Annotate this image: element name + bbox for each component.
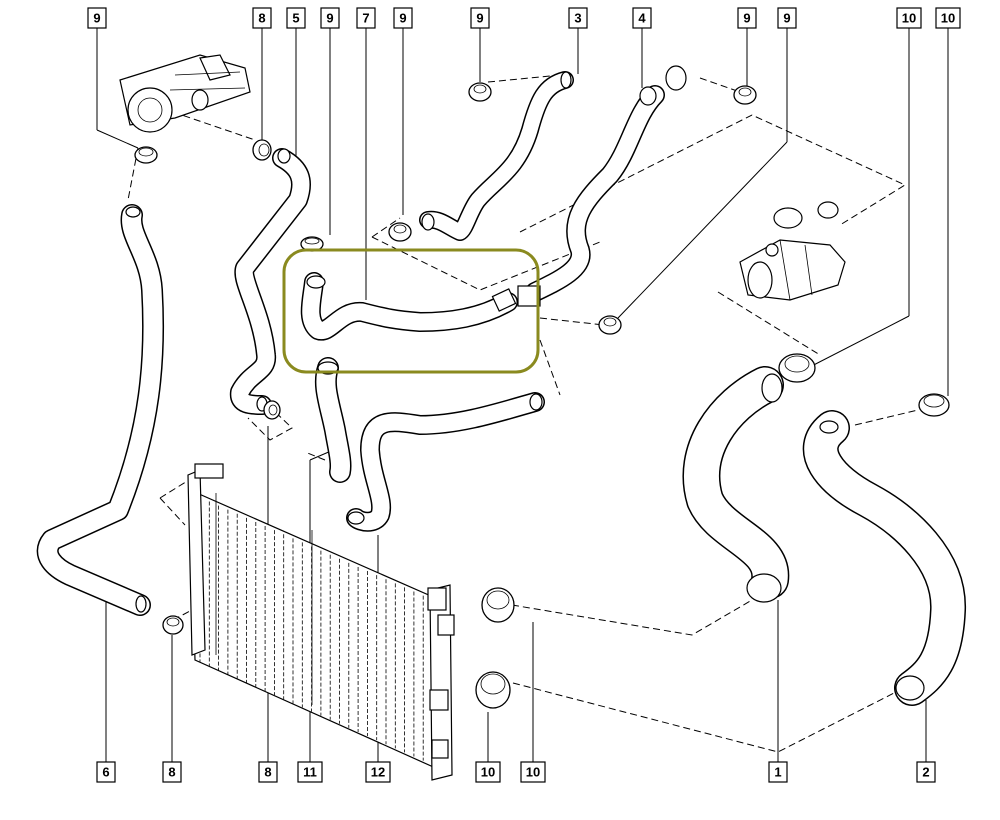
callout-top-9-d: 9 bbox=[470, 7, 490, 29]
water-outlet-housing bbox=[739, 201, 846, 301]
callout-top-3: 3 bbox=[568, 7, 588, 29]
clamps bbox=[134, 82, 950, 709]
clamp-9-e bbox=[733, 85, 757, 105]
hose-ends bbox=[125, 65, 925, 701]
callout-top-10-b: 10 bbox=[935, 7, 961, 29]
svg-text:3: 3 bbox=[574, 11, 581, 26]
clamp-8-b bbox=[263, 400, 281, 420]
svg-text:8: 8 bbox=[264, 765, 271, 780]
highlight-box-hose-7 bbox=[282, 248, 540, 374]
clamp-10-a bbox=[778, 353, 816, 383]
clamp-10-b bbox=[918, 393, 950, 417]
svg-text:9: 9 bbox=[743, 11, 750, 26]
callout-top-8: 8 bbox=[252, 7, 272, 29]
svg-text:8: 8 bbox=[258, 11, 265, 26]
callout-bottom-10-b: 10 bbox=[520, 761, 546, 783]
svg-text:9: 9 bbox=[399, 11, 406, 26]
svg-text:9: 9 bbox=[93, 11, 100, 26]
svg-text:10: 10 bbox=[526, 765, 540, 780]
clamp-9-d bbox=[468, 82, 492, 102]
svg-text:10: 10 bbox=[481, 765, 495, 780]
callout-top-7: 7 bbox=[356, 7, 376, 29]
clamp-10-c bbox=[481, 587, 515, 623]
svg-text:2: 2 bbox=[922, 765, 929, 780]
callout-top-9-e: 9 bbox=[737, 7, 757, 29]
svg-text:9: 9 bbox=[326, 11, 333, 26]
callout-bottom-1: 1 bbox=[768, 761, 788, 783]
callout-top-9-c: 9 bbox=[393, 7, 413, 29]
svg-text:8: 8 bbox=[168, 765, 175, 780]
callout-bottom-6: 6 bbox=[96, 761, 116, 783]
svg-text:4: 4 bbox=[638, 11, 646, 26]
svg-text:11: 11 bbox=[303, 765, 317, 780]
callouts-bottom: 6 8 8 11 12 10 10 1 2 bbox=[96, 761, 936, 783]
hoses bbox=[36, 71, 966, 706]
svg-text:5: 5 bbox=[292, 11, 299, 26]
svg-text:6: 6 bbox=[102, 765, 109, 780]
callout-top-9-b: 9 bbox=[320, 7, 340, 29]
callout-top-9-f: 9 bbox=[777, 7, 797, 29]
svg-text:7: 7 bbox=[362, 11, 369, 26]
clamp-8-a bbox=[252, 139, 272, 161]
callout-top-5: 5 bbox=[286, 7, 306, 29]
callout-bottom-8-a: 8 bbox=[162, 761, 182, 783]
callouts-top: 9 8 5 9 7 9 9 3 4 9 9 10 10 bbox=[87, 7, 961, 29]
callout-top-9-a: 9 bbox=[87, 7, 107, 29]
clamp-9-b bbox=[300, 236, 324, 252]
callout-top-10-a: 10 bbox=[896, 7, 922, 29]
dashed-assembly-lines bbox=[127, 75, 919, 753]
radiator bbox=[187, 463, 455, 781]
thermostat-housing bbox=[119, 54, 251, 133]
clamp-9-a bbox=[134, 146, 158, 164]
svg-text:10: 10 bbox=[902, 11, 916, 26]
callout-bottom-2: 2 bbox=[916, 761, 936, 783]
svg-text:10: 10 bbox=[941, 11, 955, 26]
clamp-9-f bbox=[598, 315, 622, 335]
callout-bottom-11: 11 bbox=[297, 761, 323, 783]
clamp-10-d bbox=[475, 671, 511, 709]
svg-text:9: 9 bbox=[476, 11, 483, 26]
callout-bottom-12: 12 bbox=[365, 761, 391, 783]
callout-bottom-8-b: 8 bbox=[258, 761, 278, 783]
clamp-9-c bbox=[388, 222, 412, 242]
svg-text:9: 9 bbox=[783, 11, 790, 26]
clamp-8-c bbox=[162, 615, 184, 635]
svg-text:1: 1 bbox=[774, 765, 781, 780]
callout-top-4: 4 bbox=[632, 7, 652, 29]
callout-bottom-10-a: 10 bbox=[475, 761, 501, 783]
svg-text:12: 12 bbox=[371, 765, 385, 780]
